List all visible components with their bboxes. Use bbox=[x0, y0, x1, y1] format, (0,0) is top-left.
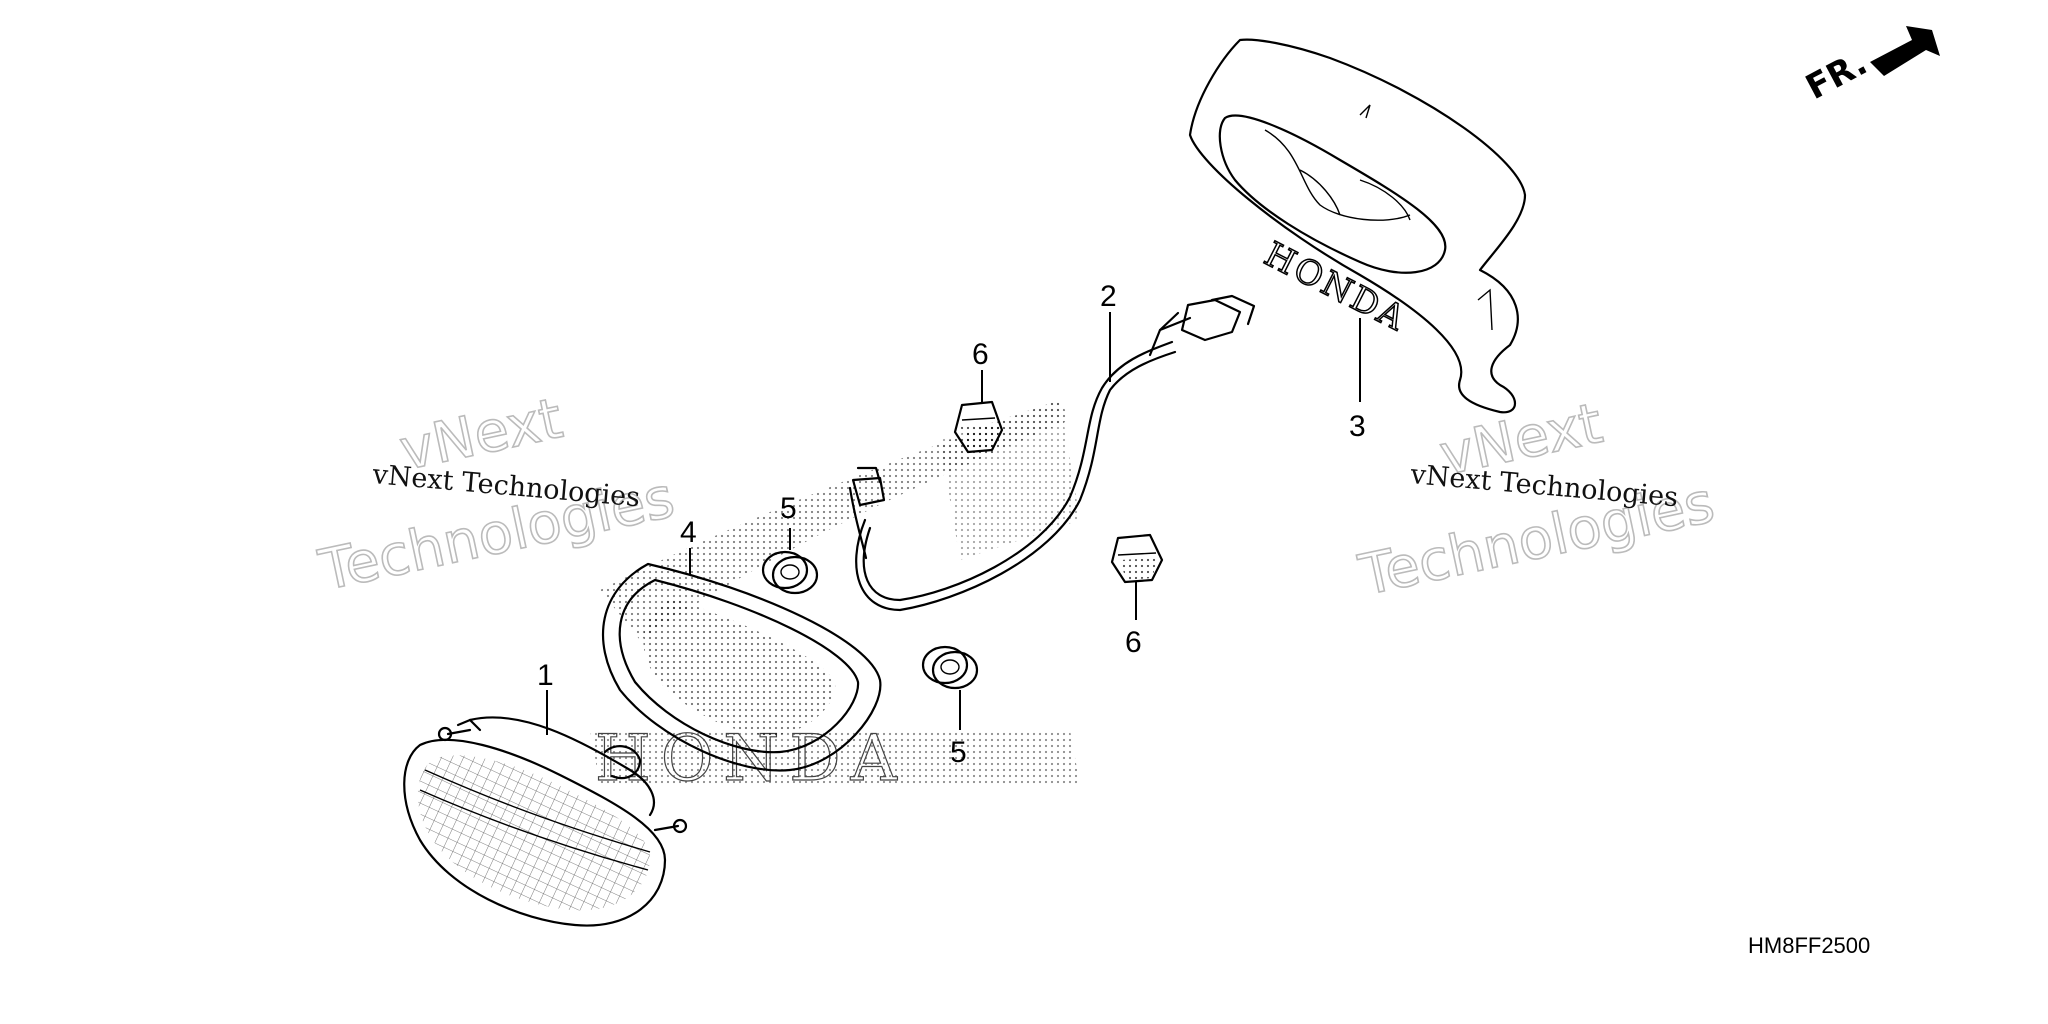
tail-light-part-1 bbox=[403, 716, 688, 927]
grommet-part-5-upper bbox=[761, 550, 819, 595]
direction-label: FR. bbox=[1799, 43, 1873, 108]
callout-part-6-lower: 6 bbox=[1125, 626, 1142, 659]
callout-part-5-upper: 5 bbox=[780, 492, 797, 525]
wiring-harness-part-2 bbox=[848, 294, 1256, 612]
lens-rim-part-4 bbox=[601, 562, 882, 772]
callout-part-5-lower: 5 bbox=[950, 736, 967, 769]
watermark-right: vNext Technologies vNext Technologies bbox=[1353, 390, 1721, 609]
diagram-code: HM8FF2500 bbox=[1748, 933, 1870, 958]
watermark-left: vNext Technologies vNext Technologies bbox=[313, 385, 681, 604]
callout-part-3: 3 bbox=[1349, 410, 1366, 443]
callout-part-4: 4 bbox=[680, 516, 697, 549]
callout-part-2: 2 bbox=[1100, 280, 1117, 313]
clip-part-6-lower bbox=[1110, 533, 1164, 584]
clip-part-6-upper bbox=[953, 400, 1004, 454]
rear-fascia-part-3: HONDA bbox=[1188, 38, 1527, 414]
callout-part-6-upper: 6 bbox=[972, 338, 989, 371]
grommet-part-5-lower bbox=[921, 645, 979, 690]
leader-lines bbox=[546, 312, 1361, 735]
background-brand-mark: HONDA bbox=[595, 722, 907, 796]
callout-part-1: 1 bbox=[537, 659, 554, 692]
front-direction-arrow: FR. bbox=[1799, 26, 1940, 108]
background-shading bbox=[590, 400, 1080, 785]
